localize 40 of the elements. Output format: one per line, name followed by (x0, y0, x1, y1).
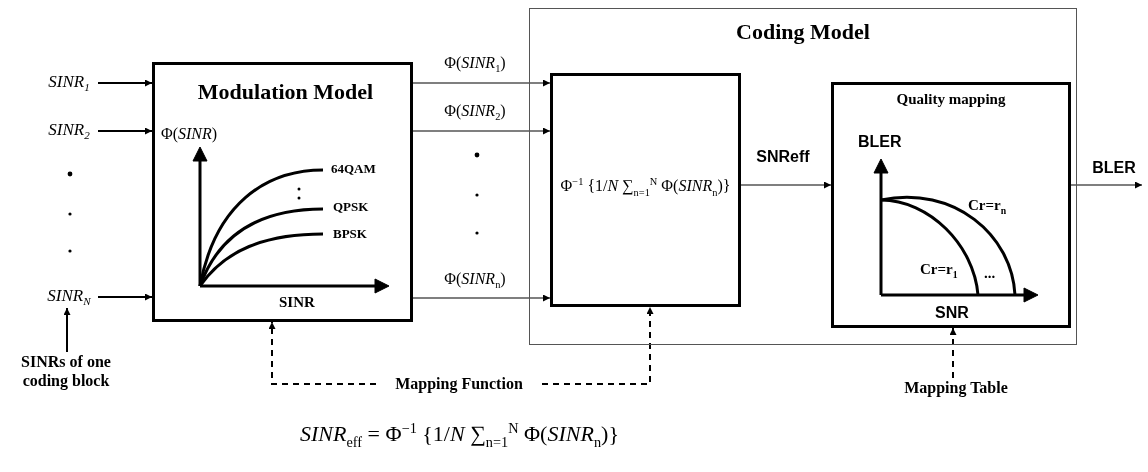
group-box (529, 8, 1077, 345)
signal-label: SINR$_{N}$ (40, 286, 98, 308)
annotation-text: Mapping Table (886, 378, 1026, 398)
dashed-arrow (949, 327, 957, 379)
curve-label: Cr=r$_{n}$ (968, 197, 1007, 216)
axis-label: Φ(SINR) (161, 125, 218, 143)
ellipsis-text: ... (984, 265, 996, 282)
arrow (97, 79, 153, 87)
process-box (831, 82, 1071, 328)
curve-label: QPSK (333, 199, 369, 215)
axis-label: BLER (858, 133, 902, 151)
arrow (1070, 181, 1143, 189)
arrow (412, 127, 551, 135)
curve-label: BPSK (333, 226, 367, 242)
axis-label: SNR (935, 304, 969, 322)
edge-label: Φ(SINR$_{2}$) (442, 101, 508, 123)
arrow (412, 79, 551, 87)
arrow (63, 307, 71, 353)
axis-label: SINR (279, 294, 315, 311)
box-title: Quality mapping (895, 91, 1007, 108)
arrow (97, 293, 153, 301)
formula: Φ$^{−1}$ {1/N ∑$_{n=1}$$^{N}$ Φ(SINR$_{n}$)} (559, 176, 732, 198)
dashed-arrow (268, 321, 377, 385)
signal-label: SINR$_{2}$ (40, 120, 98, 142)
annotation-text: Mapping Function (376, 374, 542, 394)
process-box (550, 73, 741, 307)
edge-label: Φ(SINR$_{1}$) (442, 53, 508, 75)
edge-label: Φ(SINR$_{n}$) (442, 269, 508, 291)
arrow (740, 181, 832, 189)
process-box (152, 62, 413, 322)
annotation-text: SINRs of one coding block (2, 352, 130, 394)
signal-label: SINR$_{1}$ (40, 72, 98, 94)
formula: SINR$_{eff}$ = Φ$^{−1}$ {1/N ∑$_{n=1}$$^{N}$ Φ(SINR$_{n}$)} (300, 420, 619, 451)
dashed-arrow (541, 306, 654, 385)
box-title: Coding Model (735, 19, 871, 45)
curve-label: 64QAM (331, 161, 376, 177)
arrow (97, 127, 153, 135)
arrow (412, 294, 551, 302)
curve-label: Cr=r$_{1}$ (920, 261, 958, 280)
box-title: Modulation Model (196, 79, 375, 105)
